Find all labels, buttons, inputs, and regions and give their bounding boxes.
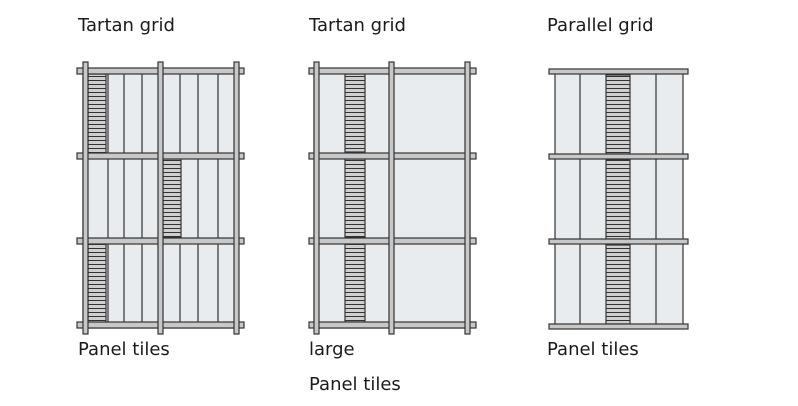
hatched-panel [605, 244, 631, 325]
panel-3-title: Parallel grid [547, 15, 654, 36]
tartan-grid-panel-tiles [76, 61, 245, 335]
vertical-mullion [82, 61, 89, 335]
horizontal-transom [548, 323, 689, 330]
hatched-panel [344, 158, 366, 238]
panel-1-caption: Panel tiles [78, 339, 170, 360]
hatched-panel [344, 73, 366, 153]
hatched-panel [344, 243, 366, 323]
vertical-mullion [313, 61, 320, 335]
horizontal-transom [548, 153, 689, 160]
panel-2-caption-line-2: Panel tiles [309, 374, 401, 395]
panel-1-title: Tartan grid [78, 15, 175, 36]
panel-2-caption-line-1: large [309, 339, 355, 360]
hatched-panel [605, 159, 631, 240]
vertical-mullion [464, 61, 471, 335]
horizontal-transom [548, 68, 689, 75]
vertical-mullion [157, 61, 164, 335]
panel-3-caption: Panel tiles [547, 339, 639, 360]
hatched-panel [162, 158, 182, 238]
vertical-mullion [388, 61, 395, 335]
vertical-mullion [233, 61, 240, 335]
hatched-panel [87, 73, 107, 155]
hatched-panel [605, 74, 631, 155]
horizontal-transom [548, 238, 689, 245]
hatched-panel [87, 243, 107, 325]
parallel-grid-panel-tiles [548, 68, 689, 330]
panel-2-title: Tartan grid [309, 15, 406, 36]
tartan-grid-large-panel-tiles [308, 61, 477, 335]
